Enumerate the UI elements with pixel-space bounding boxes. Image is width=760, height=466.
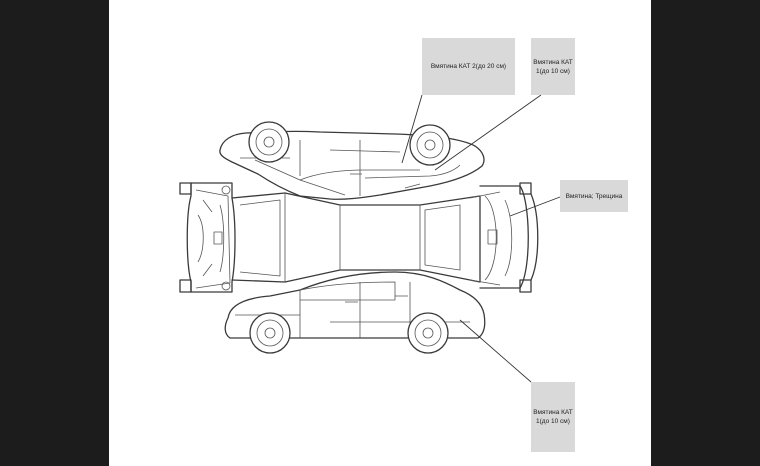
leader-rear-door-left xyxy=(434,94,542,171)
callout-dent-rear-door-right: Вмятина КАТ 1(до 10 см) xyxy=(531,382,575,452)
car-left-side-view xyxy=(219,121,485,200)
leader-roof-left xyxy=(401,94,423,164)
leader-rear-door-right xyxy=(459,319,532,383)
car-front-view xyxy=(179,182,236,293)
car-rear-view xyxy=(469,182,539,293)
leader-rear-bumper xyxy=(509,196,561,217)
car-top-view xyxy=(231,192,481,283)
callout-dent-crack-rear-bumper: Вмятина; Трещина xyxy=(560,180,628,212)
callout-dent-roof-left: Вмятина КАТ 2(до 20 см) xyxy=(422,38,515,95)
callout-dent-rear-door-left: Вмятина КАТ 1(до 10 см) xyxy=(531,38,575,95)
car-right-side-view xyxy=(224,271,486,354)
